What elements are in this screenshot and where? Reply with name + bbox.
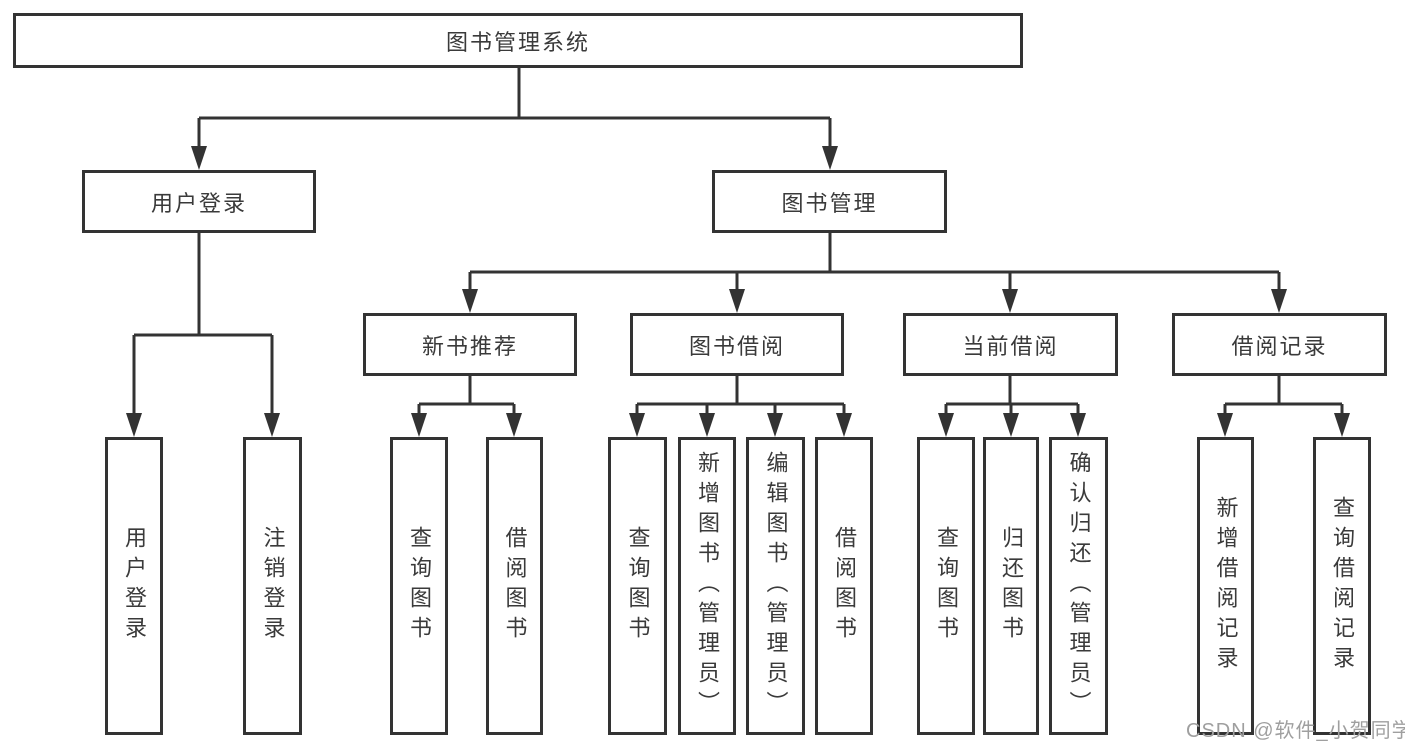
leaf-user-login: 用户登录 [105, 437, 163, 735]
leaf-record-query: 查询借阅记录 [1313, 437, 1371, 735]
csdn-watermark: CSDN @软件_小贺同学 [1186, 720, 1405, 742]
leaf-borrow-borrow-book: 借阅图书 [815, 437, 873, 735]
leaf-logout: 注销登录 [243, 437, 302, 735]
node-current-borrow: 当前借阅 [903, 313, 1118, 376]
leaf-recommend-borrow-book: 借阅图书 [486, 437, 543, 735]
leaf-borrow-edit-book-admin: 编辑图书（管理员） [746, 437, 805, 735]
leaf-current-query-book: 查询图书 [917, 437, 975, 735]
node-root-system: 图书管理系统 [13, 13, 1023, 68]
leaf-borrow-query-book: 查询图书 [608, 437, 667, 735]
node-borrow-record: 借阅记录 [1172, 313, 1387, 376]
leaf-recommend-query-book: 查询图书 [390, 437, 448, 735]
leaf-borrow-add-book-admin: 新增图书（管理员） [678, 437, 736, 735]
leaf-record-add: 新增借阅记录 [1197, 437, 1254, 735]
node-new-book-recommend: 新书推荐 [363, 313, 577, 376]
node-user-login: 用户登录 [82, 170, 316, 233]
leaf-current-confirm-return-admin: 确认归还（管理员） [1049, 437, 1108, 735]
node-book-management: 图书管理 [712, 170, 947, 233]
node-book-borrow: 图书借阅 [630, 313, 844, 376]
leaf-current-return-book: 归还图书 [983, 437, 1039, 735]
